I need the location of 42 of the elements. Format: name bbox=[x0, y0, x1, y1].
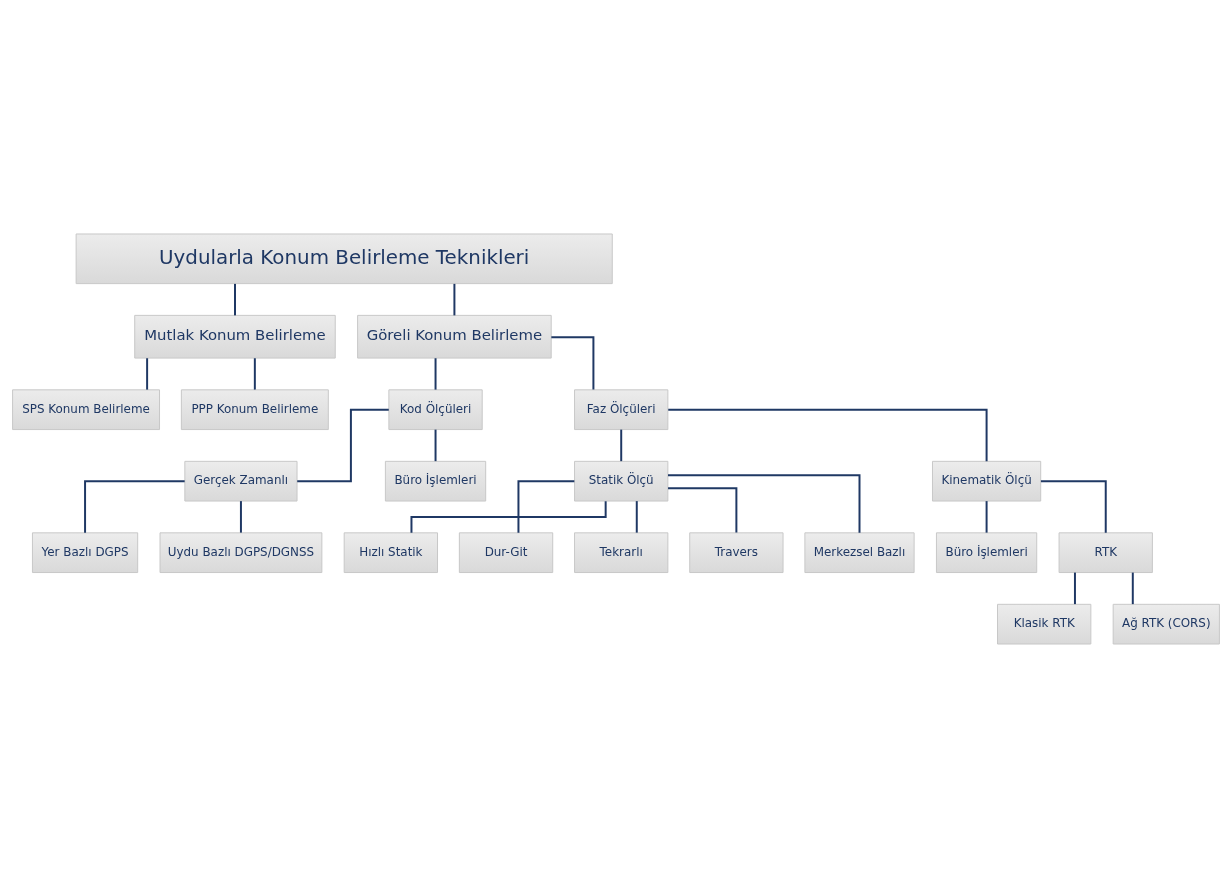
connector bbox=[1039, 479, 1107, 534]
node-box: Göreli Konum Belirleme bbox=[357, 314, 552, 359]
connector bbox=[434, 356, 437, 391]
node-box: RTK bbox=[1058, 531, 1153, 573]
node-box: Statik Ölçü bbox=[574, 460, 669, 502]
connector bbox=[620, 428, 623, 462]
connector bbox=[239, 499, 242, 534]
node-box: Büro İşlemleri bbox=[384, 460, 487, 502]
node-box: Mutlak Konum Belirleme bbox=[134, 314, 336, 359]
connector bbox=[146, 356, 149, 391]
connector bbox=[667, 473, 861, 534]
node-box: Büro İşlemleri bbox=[935, 531, 1038, 573]
node-box: Ağ RTK (CORS) bbox=[1112, 603, 1220, 645]
node-box: Yer Bazlı DGPS bbox=[31, 531, 139, 573]
connector bbox=[434, 428, 437, 462]
node-box: PPP Konum Belirleme bbox=[180, 388, 329, 430]
node-box: Merkezsel Bazlı bbox=[804, 531, 915, 573]
node-box: Uydu Bazlı DGPS/DGNSS bbox=[159, 531, 323, 573]
connector bbox=[84, 479, 186, 534]
connector bbox=[253, 356, 256, 391]
connector bbox=[550, 335, 595, 391]
connector bbox=[667, 408, 988, 462]
node-box: Travers bbox=[689, 531, 784, 573]
node-box: SPS Konum Belirleme bbox=[12, 388, 161, 430]
node-box: Uydularla Konum Belirleme Teknikleri bbox=[75, 232, 613, 284]
connector bbox=[296, 408, 390, 482]
node-box: Gerçek Zamanlı bbox=[184, 460, 298, 502]
connector bbox=[985, 499, 988, 534]
connector bbox=[1073, 571, 1076, 605]
node-box: Tekrarlı bbox=[574, 531, 669, 573]
node-box: Kinematik Ölçü bbox=[932, 460, 1042, 502]
node-box: Dur-Git bbox=[458, 531, 554, 573]
node-box: Klasik RTK bbox=[997, 603, 1092, 645]
connector bbox=[234, 282, 236, 316]
connector bbox=[635, 499, 638, 534]
connector bbox=[1131, 571, 1134, 605]
connector bbox=[517, 479, 576, 534]
connector bbox=[667, 486, 738, 534]
connector bbox=[453, 282, 456, 316]
node-box: Kod Ölçüleri bbox=[388, 388, 483, 430]
node-box: Hızlı Statik bbox=[343, 531, 439, 573]
node-box: Faz Ölçüleri bbox=[574, 388, 669, 430]
